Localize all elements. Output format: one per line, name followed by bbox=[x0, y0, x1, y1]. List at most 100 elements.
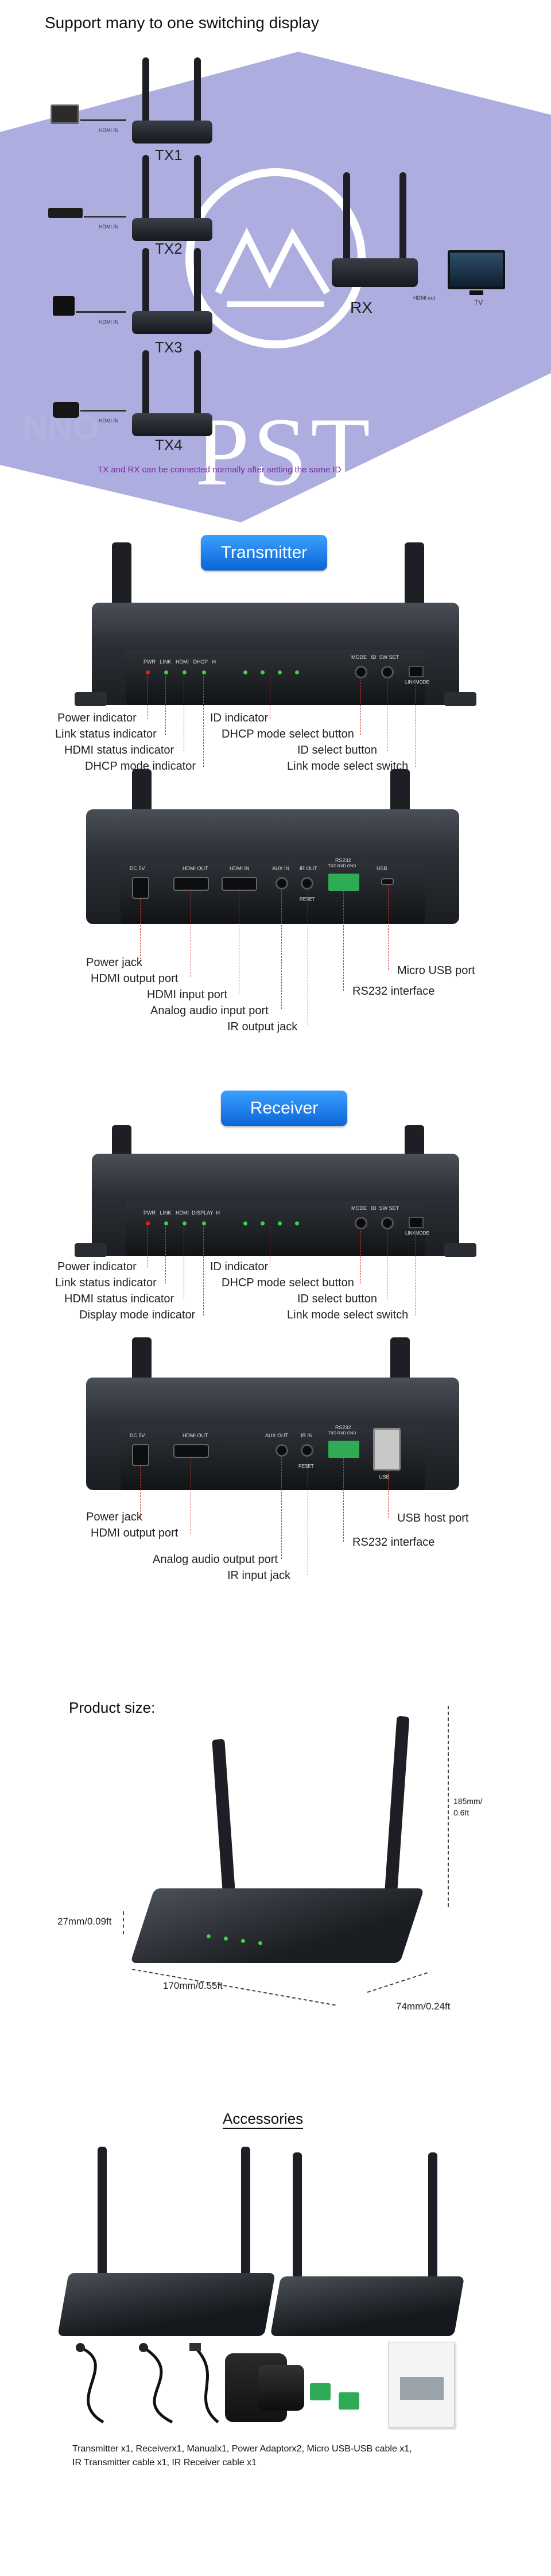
rx-ir-in-jack[interactable] bbox=[301, 1444, 313, 1457]
tx-front-pwr: PWR bbox=[143, 659, 156, 665]
rx-back-txd: TXD bbox=[328, 1431, 336, 1436]
cable-1 bbox=[80, 119, 126, 121]
tx-hdmi-in-port[interactable] bbox=[222, 877, 257, 891]
tv-stand bbox=[469, 290, 483, 295]
tv-icon bbox=[448, 250, 505, 289]
transmitter-back-body bbox=[86, 809, 459, 924]
tx-front-h: H bbox=[212, 659, 216, 665]
ir-cable-icon bbox=[76, 2343, 104, 2424]
tx-back-usb: USB bbox=[377, 866, 387, 871]
tx-dhcp-button[interactable] bbox=[355, 666, 367, 678]
tx-linkmode-switch[interactable] bbox=[409, 666, 424, 677]
tx2-device bbox=[132, 155, 212, 241]
rx-front-label-id: ID indicator bbox=[210, 1260, 269, 1273]
rx-front-mode: MODE bbox=[351, 1205, 367, 1211]
rx-device bbox=[332, 172, 418, 287]
rx-usb-host-port[interactable] bbox=[373, 1428, 401, 1471]
rx-front-id: ID bbox=[371, 1205, 377, 1211]
cable-2 bbox=[84, 216, 126, 218]
rx-rs232-terminal[interactable] bbox=[328, 1441, 359, 1458]
tx-back-reset: RESET bbox=[300, 897, 315, 902]
rx-back-label-audio-out: Analog audio output port bbox=[153, 1553, 278, 1566]
rx-front-hdmi: HDMI bbox=[176, 1210, 189, 1216]
rx-back-hdmi-out: HDMI OUT bbox=[183, 1433, 208, 1438]
tx-hdmi-led bbox=[183, 670, 187, 674]
terminal-block-icon-2 bbox=[339, 2392, 359, 2410]
rx-front-label-dhcp-btn: DHCP mode select button bbox=[222, 1277, 354, 1289]
rx-hdmi-out-port[interactable] bbox=[173, 1444, 209, 1458]
watermark-text: PST bbox=[195, 398, 374, 506]
width-dimension: 170mm/0.55ft bbox=[163, 1980, 223, 1991]
tx-id-button[interactable] bbox=[381, 666, 394, 678]
rx-hdmi-led bbox=[183, 1221, 187, 1225]
rx-label: RX bbox=[350, 298, 372, 316]
accessory-receiver bbox=[270, 2276, 465, 2336]
height-dimension-2: 0.6ft bbox=[453, 1808, 469, 1817]
tx-back-rxd: RXD bbox=[337, 864, 346, 868]
tx-front-label-link: Link status indicator bbox=[55, 728, 157, 740]
tx-back-label-ir-out: IR output jack bbox=[227, 1021, 298, 1033]
hdmi-in-label-1: HDMI IN bbox=[99, 127, 119, 133]
rx-front-linkmode: LINKMODE bbox=[405, 1231, 429, 1236]
tx1-device bbox=[132, 57, 212, 143]
rx-front-label-hdmi: HDMI status indicator bbox=[64, 1293, 174, 1305]
tx-power-jack[interactable] bbox=[132, 877, 149, 899]
tx-rs232-terminal[interactable] bbox=[328, 874, 359, 891]
height-dimension: 185mm/ bbox=[453, 1797, 483, 1806]
rx-back-label-rs232: RS232 interface bbox=[352, 1536, 435, 1549]
camcorder-icon bbox=[53, 402, 79, 418]
tx-front-hdmi: HDMI bbox=[176, 659, 189, 665]
rx-back-reset: RESET bbox=[298, 1464, 314, 1469]
rx-back-label-usb-host: USB host port bbox=[397, 1512, 469, 1524]
tx2-label: TX2 bbox=[155, 240, 183, 257]
rx-back-label-ir-in: IR input jack bbox=[227, 1569, 291, 1582]
tv-label: TV bbox=[474, 298, 483, 307]
tx-back-label-hdmi-in: HDMI input port bbox=[147, 988, 228, 1001]
tx-back-txd: TXD bbox=[328, 864, 336, 868]
set-top-box-icon bbox=[48, 208, 83, 218]
tx-back-hdmi-in: HDMI IN bbox=[230, 866, 250, 871]
rx-back-label-power: Power jack bbox=[86, 1511, 142, 1523]
tx-id-led-1 bbox=[243, 670, 247, 674]
rx-linkmode-switch[interactable] bbox=[409, 1217, 424, 1228]
tx-back-label-hdmi-out: HDMI output port bbox=[91, 972, 179, 985]
rx-front-h: H bbox=[216, 1210, 220, 1216]
rx-id-led-1 bbox=[243, 1221, 247, 1225]
hdmi-out-label: HDMI out bbox=[413, 295, 436, 301]
rx-front-pwr: PWR bbox=[143, 1210, 156, 1216]
rx-id-led-2 bbox=[261, 1221, 265, 1225]
rx-aux-out-jack[interactable] bbox=[276, 1444, 288, 1457]
transmitter-title: Transmitter bbox=[201, 535, 327, 571]
rx-front-label-link: Link status indicator bbox=[55, 1277, 157, 1289]
tx-ir-out-jack[interactable] bbox=[301, 877, 313, 890]
tx1-label: TX1 bbox=[155, 146, 183, 164]
tx-id-led-4 bbox=[295, 670, 299, 674]
hdmi-in-label-4: HDMI IN bbox=[99, 418, 119, 424]
tx-micro-usb-port[interactable] bbox=[381, 878, 394, 885]
tx-front-set: SET bbox=[389, 654, 399, 660]
tx-id-led-3 bbox=[278, 670, 282, 674]
rx-back-dc: DC 5V bbox=[130, 1433, 145, 1438]
tx4-label: TX4 bbox=[155, 436, 183, 453]
tx-dhcp-led bbox=[202, 670, 206, 674]
rx-id-button[interactable] bbox=[381, 1217, 394, 1229]
tx-power-led bbox=[146, 670, 150, 674]
tx-back-hdmi-out: HDMI OUT bbox=[183, 866, 208, 871]
terminal-block-icon bbox=[310, 2383, 331, 2400]
rx-back-gnd: GND bbox=[347, 1431, 356, 1436]
tx3-label: TX3 bbox=[155, 339, 183, 356]
tx-front-mode: MODE bbox=[351, 654, 367, 660]
tx-back-label-rs232: RS232 interface bbox=[352, 985, 435, 998]
rx-dhcp-button[interactable] bbox=[355, 1217, 367, 1229]
tx-hdmi-out-port[interactable] bbox=[173, 877, 209, 891]
rx-front-display: DISPLAY bbox=[192, 1210, 214, 1216]
rx-back-ir-in: IR IN bbox=[301, 1433, 313, 1438]
rx-power-jack[interactable] bbox=[132, 1444, 149, 1466]
rx-back-aux-out: AUX OUT bbox=[265, 1433, 289, 1438]
tx-front-label-hdmi: HDMI status indicator bbox=[64, 744, 174, 756]
tx-back-label-micro-usb: Micro USB port bbox=[397, 964, 475, 977]
length-dimension-line bbox=[367, 1972, 428, 1993]
tx-aux-in-jack[interactable] bbox=[276, 877, 288, 890]
accessories-title: Accessories bbox=[223, 2110, 304, 2129]
laptop-icon bbox=[51, 104, 79, 124]
